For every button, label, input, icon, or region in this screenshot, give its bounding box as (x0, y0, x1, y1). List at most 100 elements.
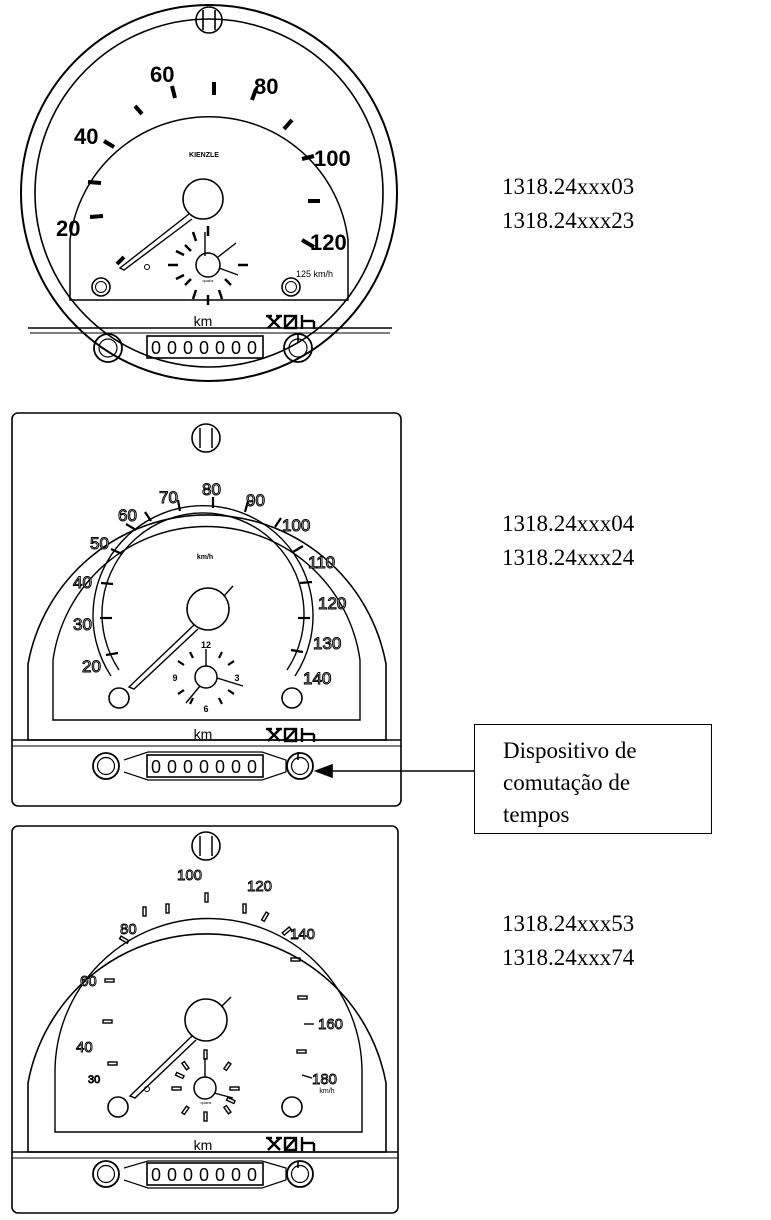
unit-label: km/h (319, 1088, 334, 1095)
odometer-digit: 0 (247, 757, 257, 777)
odometer-digit: 0 (215, 1165, 225, 1185)
odometer-digit: 0 (215, 757, 225, 777)
hammer-icon (266, 1136, 282, 1151)
model-number: 1318.24xxx23 (502, 208, 635, 233)
odometer-unit: km (194, 313, 213, 329)
model-number: 1318.24xxx24 (502, 545, 635, 570)
odometer-digit: 0 (167, 1165, 177, 1185)
tachograph-square (11, 412, 402, 807)
odometer-digit: 0 (183, 1165, 193, 1185)
odometer-digits: 0 0 0 0 0 0 0 (151, 338, 257, 358)
speed-label: 20 (82, 657, 101, 676)
speed-label: 90 (246, 491, 265, 510)
odometer-digit: 0 (167, 338, 177, 358)
speed-label: 80 (202, 480, 221, 499)
odometer-digit: 0 (215, 338, 225, 358)
odometer-unit: km (194, 1137, 213, 1153)
speed-label-120: 120 (310, 230, 347, 255)
callout-box: Dispositivo de comutação de tempos (474, 724, 712, 834)
slashed-square-icon (283, 314, 298, 330)
odometer-digit: 0 (247, 1165, 257, 1185)
bed-icon (300, 1137, 316, 1151)
clock-number: 3 (234, 673, 239, 683)
speed-label: 40 (76, 1039, 93, 1056)
odometer-digit: 0 (231, 338, 241, 358)
odometer-digit: 0 (151, 1165, 161, 1185)
bed-icon (300, 315, 316, 329)
speed-label-60: 60 (150, 62, 174, 87)
speed-scale-ticks (102, 892, 308, 1066)
speed-label-100: 100 (314, 146, 351, 171)
odometer-digit: 0 (199, 1165, 209, 1185)
speed-label: 30 (88, 1074, 100, 1086)
speed-label: 120 (318, 594, 346, 613)
clock-brand-label: quartz (202, 278, 213, 283)
speed-label-20: 20 (56, 216, 80, 241)
tachograph-round-kienzle (20, 4, 398, 382)
speed-label: 140 (290, 926, 315, 943)
odometer-unit: km (194, 726, 213, 742)
speed-label: 60 (80, 973, 97, 990)
odometer-digit: 0 (167, 757, 177, 777)
clock-ticks (177, 651, 235, 705)
odometer-digit: 0 (199, 757, 209, 777)
callout-line: comutação de (503, 770, 631, 795)
speed-label: 60 (118, 506, 137, 525)
model-number: 1318.24xxx74 (502, 945, 635, 970)
odometer-digit: 0 (247, 338, 257, 358)
odometer-digit: 0 (231, 1165, 241, 1185)
hammer-icon (266, 727, 282, 742)
unit-label: 125 km/h (296, 269, 333, 279)
model-numbers-3: 1318.24xxx53 1318.24xxx74 (502, 907, 634, 975)
odometer-digit: 0 (183, 757, 193, 777)
model-number: 1318.24xxx53 (502, 911, 635, 936)
slashed-square-icon (283, 727, 298, 743)
speed-label: 120 (247, 878, 272, 895)
clock-ticks (171, 1049, 240, 1122)
odometer-digit: 0 (151, 757, 161, 777)
speed-label-40: 40 (74, 124, 98, 149)
odometer-digit: 0 (231, 757, 241, 777)
clock-numbers: 12 3 6 9 (172, 640, 239, 714)
odometer-digit: 0 (199, 338, 209, 358)
clock-number: 12 (201, 640, 211, 650)
clock-number: 6 (203, 704, 208, 714)
hammer-icon (266, 314, 282, 329)
callout-arrow (313, 763, 474, 779)
odometer-digit: 0 (151, 338, 161, 358)
speed-label: 30 (73, 615, 92, 634)
speed-scale-ticks (87, 82, 320, 266)
speed-label: 50 (90, 534, 109, 553)
speed-scale-ticks (100, 497, 313, 657)
speed-label-80: 80 (254, 74, 278, 99)
bed-icon (300, 728, 316, 742)
clock-number: 9 (172, 673, 177, 683)
odometer-digit: 0 (183, 338, 193, 358)
model-numbers-2: 1318.24xxx04 1318.24xxx24 (502, 507, 634, 575)
odometer-digits: 0 0 0 0 0 0 0 (151, 1165, 257, 1185)
speed-label: 160 (318, 1016, 343, 1033)
unit-label: km/h (197, 554, 213, 561)
dash-marks (291, 937, 314, 1079)
speed-label: 80 (120, 921, 137, 938)
callout-line: Dispositivo de (503, 738, 637, 763)
speed-labels: 20 30 40 50 60 70 80 90 100 110 120 130 … (73, 480, 347, 689)
slashed-square-icon (283, 1136, 298, 1152)
model-number: 1318.24xxx04 (502, 511, 635, 536)
mode-symbols (266, 314, 316, 330)
odometer-digits: 0 0 0 0 0 0 0 (151, 757, 257, 777)
speed-label: 100 (282, 516, 310, 535)
speed-label: 40 (73, 573, 92, 592)
model-number: 1318.24xxx03 (502, 174, 635, 199)
model-numbers-1: 1318.24xxx03 1318.24xxx23 (502, 170, 634, 238)
speed-label: 140 (303, 669, 331, 688)
mode-symbols (266, 1136, 316, 1152)
clock-ticks (168, 226, 248, 305)
clock-brand-label: quartz (200, 1100, 211, 1105)
speed-labels: 30 40 60 80 100 120 140 160 180 (76, 867, 344, 1089)
speed-label: 70 (159, 488, 178, 507)
speed-label: 100 (177, 867, 202, 884)
speed-label: 110 (308, 553, 335, 572)
speed-label: 130 (313, 634, 341, 653)
